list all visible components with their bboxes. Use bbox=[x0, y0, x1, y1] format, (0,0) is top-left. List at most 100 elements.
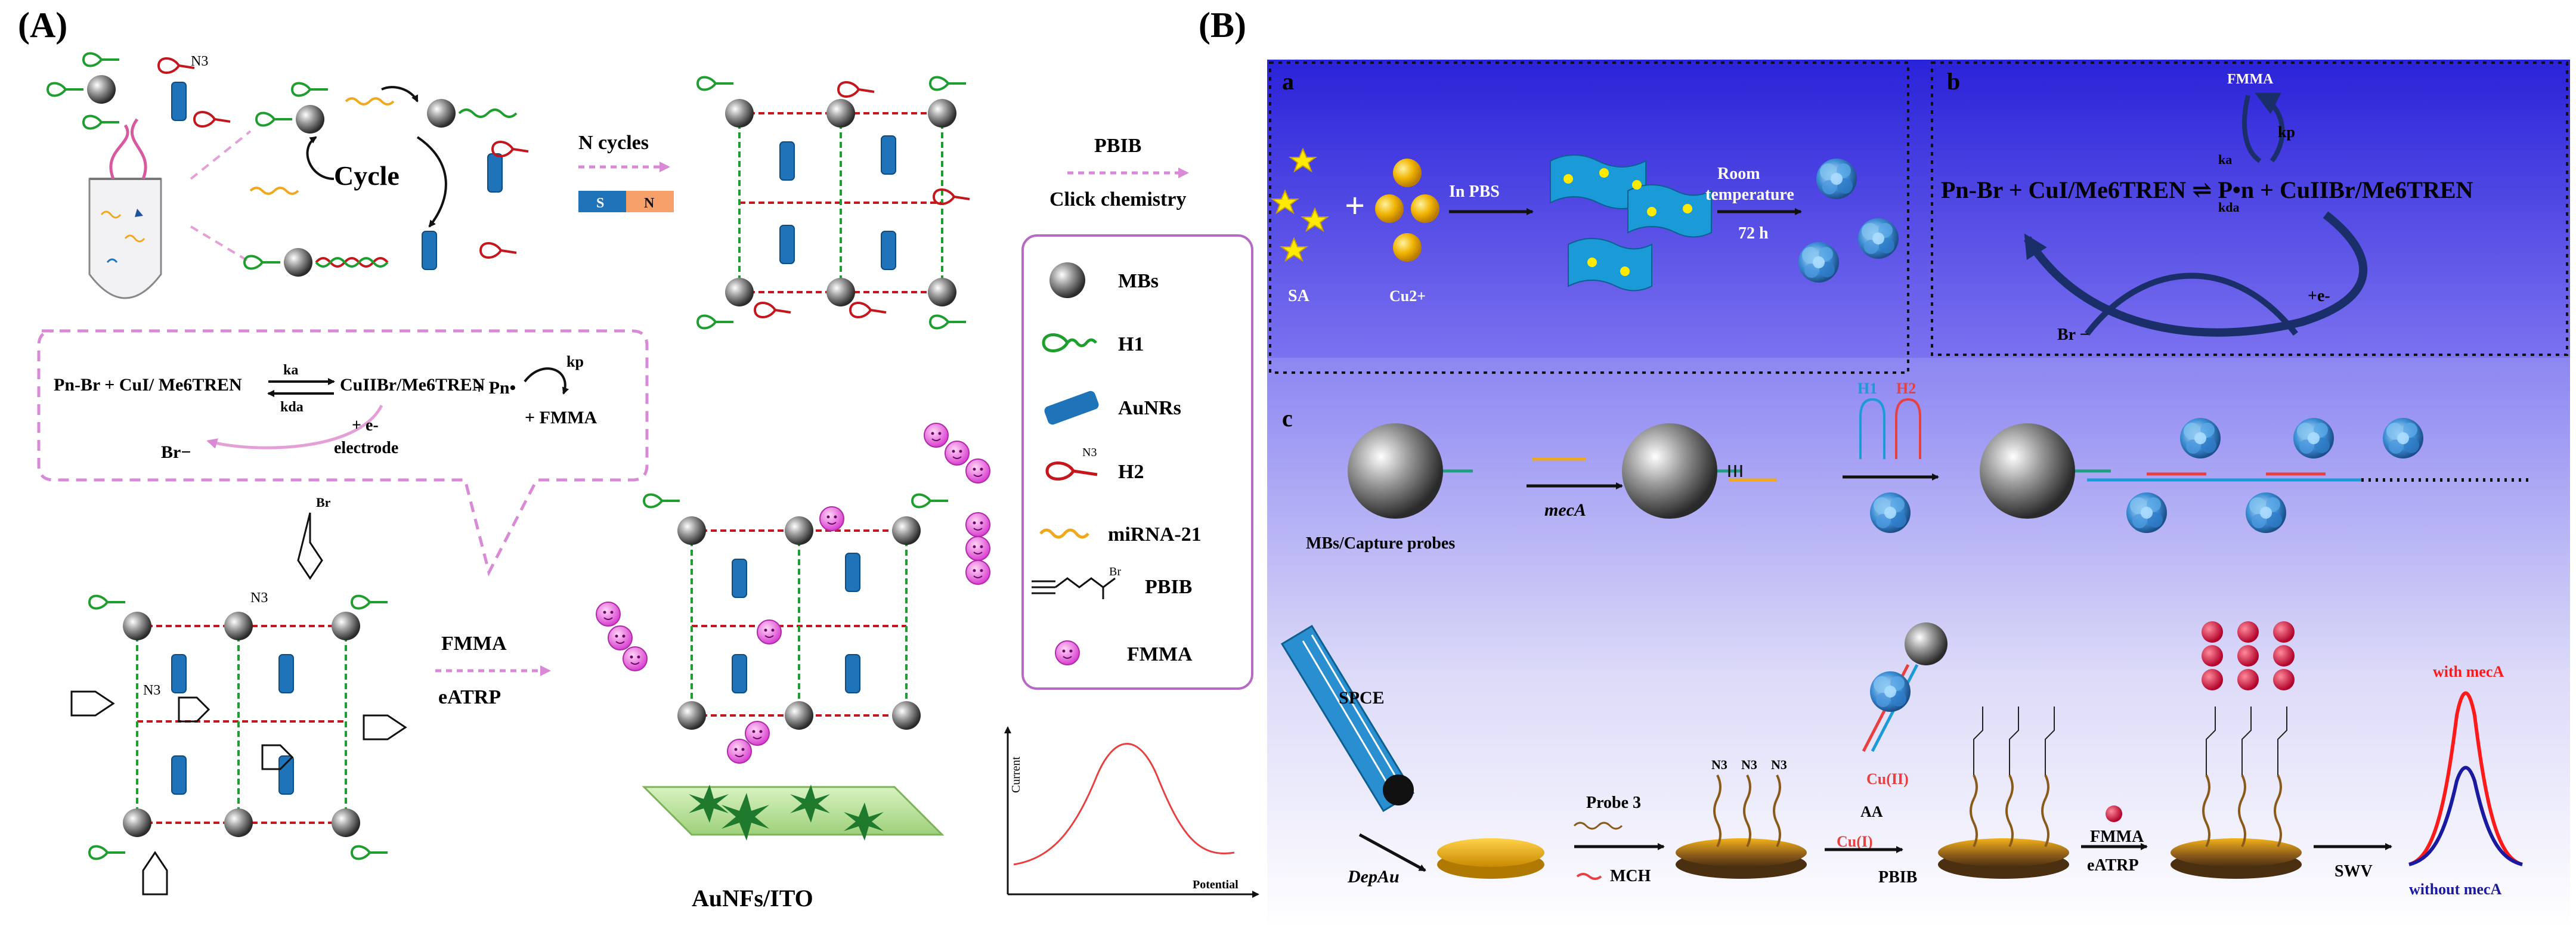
svg-text:MCH: MCH bbox=[1610, 867, 1651, 885]
magnet-icon: S N bbox=[578, 191, 674, 212]
h1-hairpin-icon bbox=[1042, 333, 1097, 352]
svg-text:N3: N3 bbox=[250, 590, 268, 606]
svg-text:+ FMMA: + FMMA bbox=[525, 408, 597, 427]
svg-text:a: a bbox=[1282, 68, 1294, 95]
svg-text:Room: Room bbox=[1717, 165, 1760, 183]
mirna-wave-icon bbox=[1039, 528, 1089, 539]
aunr-rod-icon bbox=[1044, 391, 1099, 425]
svg-text:S: S bbox=[596, 196, 604, 211]
svg-text:PBIB: PBIB bbox=[1145, 576, 1192, 598]
svg-text:In PBS: In PBS bbox=[1449, 182, 1500, 201]
legend-item-aunrs: AuNRs bbox=[1044, 391, 1181, 425]
svg-text:Br: Br bbox=[1109, 565, 1121, 578]
svg-text:Cu(I): Cu(I) bbox=[1837, 833, 1873, 850]
plus-sign: + bbox=[1345, 186, 1365, 225]
panel-a: (A) N3 bbox=[18, 5, 1259, 912]
legend-item-mirna: miRNA-21 bbox=[1039, 523, 1202, 546]
mbs-capture-probe: MBs/Capture probes bbox=[1306, 423, 1473, 553]
svg-text:N cycles: N cycles bbox=[578, 132, 649, 154]
cycle-label: Cycle bbox=[334, 160, 400, 191]
svg-text:FMMA: FMMA bbox=[2227, 72, 2274, 87]
subpanel-b-box bbox=[1931, 61, 2568, 356]
svg-text:FMMA: FMMA bbox=[1127, 643, 1193, 665]
svg-text:Current: Current bbox=[1010, 756, 1023, 793]
gold-electrode-1 bbox=[1437, 838, 1544, 879]
subpanel-b: b FMMA kp ka kda Pn-Br + CuI/Me6TREN ⇌ P… bbox=[1941, 68, 2473, 344]
pbib-structure-icon bbox=[1032, 577, 1116, 599]
svg-text:N3: N3 bbox=[143, 683, 160, 698]
svg-text:N3: N3 bbox=[1082, 446, 1097, 459]
legend-item-fmma: FMMA bbox=[1055, 640, 1193, 665]
subpanel-a-box bbox=[1269, 61, 1909, 374]
n-cycles-step: N cycles S N bbox=[578, 132, 674, 212]
svg-text:Br −: Br − bbox=[2057, 326, 2089, 344]
panel-a-label: (A) bbox=[18, 5, 67, 45]
legend-item-h1: H1 bbox=[1042, 333, 1144, 355]
aunfs-ito-label: AuNFs/ITO bbox=[692, 885, 813, 912]
with-meca-peak bbox=[2408, 691, 2523, 866]
svg-text:MBs/Capture probes: MBs/Capture probes bbox=[1306, 534, 1455, 553]
initiator-electrode bbox=[1938, 706, 2069, 879]
panel-b-top-bg bbox=[1267, 60, 2570, 358]
svg-text:eATRP: eATRP bbox=[438, 686, 501, 708]
dna-network-top bbox=[696, 76, 971, 330]
svg-text:PBIB: PBIB bbox=[1094, 135, 1141, 157]
legend-item-h2: N3 H2 bbox=[1045, 446, 1144, 483]
svg-text:Cu(II): Cu(II) bbox=[1866, 770, 1909, 788]
svg-text:H2: H2 bbox=[1118, 461, 1144, 483]
fmma-eatrp-step: FMMA eATRP bbox=[435, 633, 551, 708]
legend-item-pbib: Br PBIB bbox=[1032, 565, 1192, 599]
svg-text:miRNA-21: miRNA-21 bbox=[1108, 523, 1202, 546]
cu-ions-icon bbox=[1375, 159, 1439, 262]
atrp-equation: Pn-Br + CuI/Me6TREN ⇌ P•n + CuIIBr/Me6TR… bbox=[1941, 176, 2473, 203]
test-tube-icon bbox=[88, 118, 162, 299]
svg-text:Probe 3: Probe 3 bbox=[1586, 794, 1641, 812]
svg-text:without mecA: without mecA bbox=[2409, 881, 2501, 898]
svg-text:kp: kp bbox=[2278, 123, 2295, 141]
svg-text:N3: N3 bbox=[1771, 757, 1787, 772]
svg-text:FMMA: FMMA bbox=[2090, 828, 2144, 846]
svg-text:Br: Br bbox=[316, 495, 331, 510]
mb-with-target bbox=[1622, 423, 1777, 519]
legend-box: MBs H1 AuNRs N3 H2 bbox=[1021, 234, 1253, 690]
subpanel-a: a SA + Cu2+ In PBS bbox=[1271, 68, 1899, 305]
svg-text:CuIIBr/Me6TREN: CuIIBr/Me6TREN bbox=[340, 375, 485, 395]
panel-b-label: (B) bbox=[1199, 5, 1246, 45]
svg-text:H1: H1 bbox=[1118, 333, 1144, 355]
swv-peaks: with mecA without mecA bbox=[2408, 663, 2523, 898]
mb-sphere-icon bbox=[1049, 262, 1085, 298]
svg-text:SPCE: SPCE bbox=[1339, 688, 1385, 708]
zoom-lines bbox=[190, 130, 252, 264]
svg-text:DepAu: DepAu bbox=[1347, 867, 1400, 887]
svg-text:MBs: MBs bbox=[1118, 270, 1159, 292]
svg-text:Potential: Potential bbox=[1193, 878, 1239, 891]
inset-peak-curve bbox=[1013, 743, 1235, 866]
svg-text:electrode: electrode bbox=[334, 439, 398, 457]
svg-text:H1: H1 bbox=[1857, 380, 1877, 397]
subpanel-c: c MBs/Capture probes mecA H1 H2 bbox=[1280, 380, 2528, 898]
sa-stars-icon bbox=[1271, 147, 1329, 262]
spce-electrode-icon: SPCE bbox=[1280, 624, 1415, 813]
h2-hairpin-icon bbox=[1045, 461, 1098, 481]
mb-h1-cluster: N3 bbox=[47, 52, 231, 130]
svg-text:mecA: mecA bbox=[1544, 500, 1586, 520]
svg-text:SWV: SWV bbox=[2334, 862, 2373, 881]
svg-text:kp: kp bbox=[566, 353, 584, 370]
cycle-scheme: Cycle bbox=[243, 82, 530, 277]
svg-text:AuNRs: AuNRs bbox=[1118, 397, 1181, 419]
svg-text:+ Pn•: + Pn• bbox=[474, 378, 516, 398]
inset-voltammogram: Current Potential bbox=[1004, 726, 1259, 898]
polymer-electrode bbox=[2171, 621, 2302, 879]
svg-text:+ e-: + e- bbox=[352, 416, 379, 435]
panel-b: (B) a SA + Cu2+ In PBS bbox=[1199, 5, 2570, 930]
svg-text:H2: H2 bbox=[1896, 380, 1916, 397]
svg-text:ka: ka bbox=[2218, 152, 2232, 167]
polymer-network-center: AuNFs/ITO bbox=[596, 423, 990, 912]
svg-text:N3: N3 bbox=[1741, 757, 1757, 772]
svg-text:+e-: +e- bbox=[2308, 287, 2330, 305]
mb-probe-chain: Cu(II) AA Cu(I) bbox=[1837, 622, 1948, 850]
legend-item-mbs: MBs bbox=[1049, 262, 1159, 298]
svg-text:kda: kda bbox=[280, 399, 304, 415]
svg-text:temperature: temperature bbox=[1705, 185, 1794, 204]
svg-text:ka: ka bbox=[283, 362, 298, 378]
